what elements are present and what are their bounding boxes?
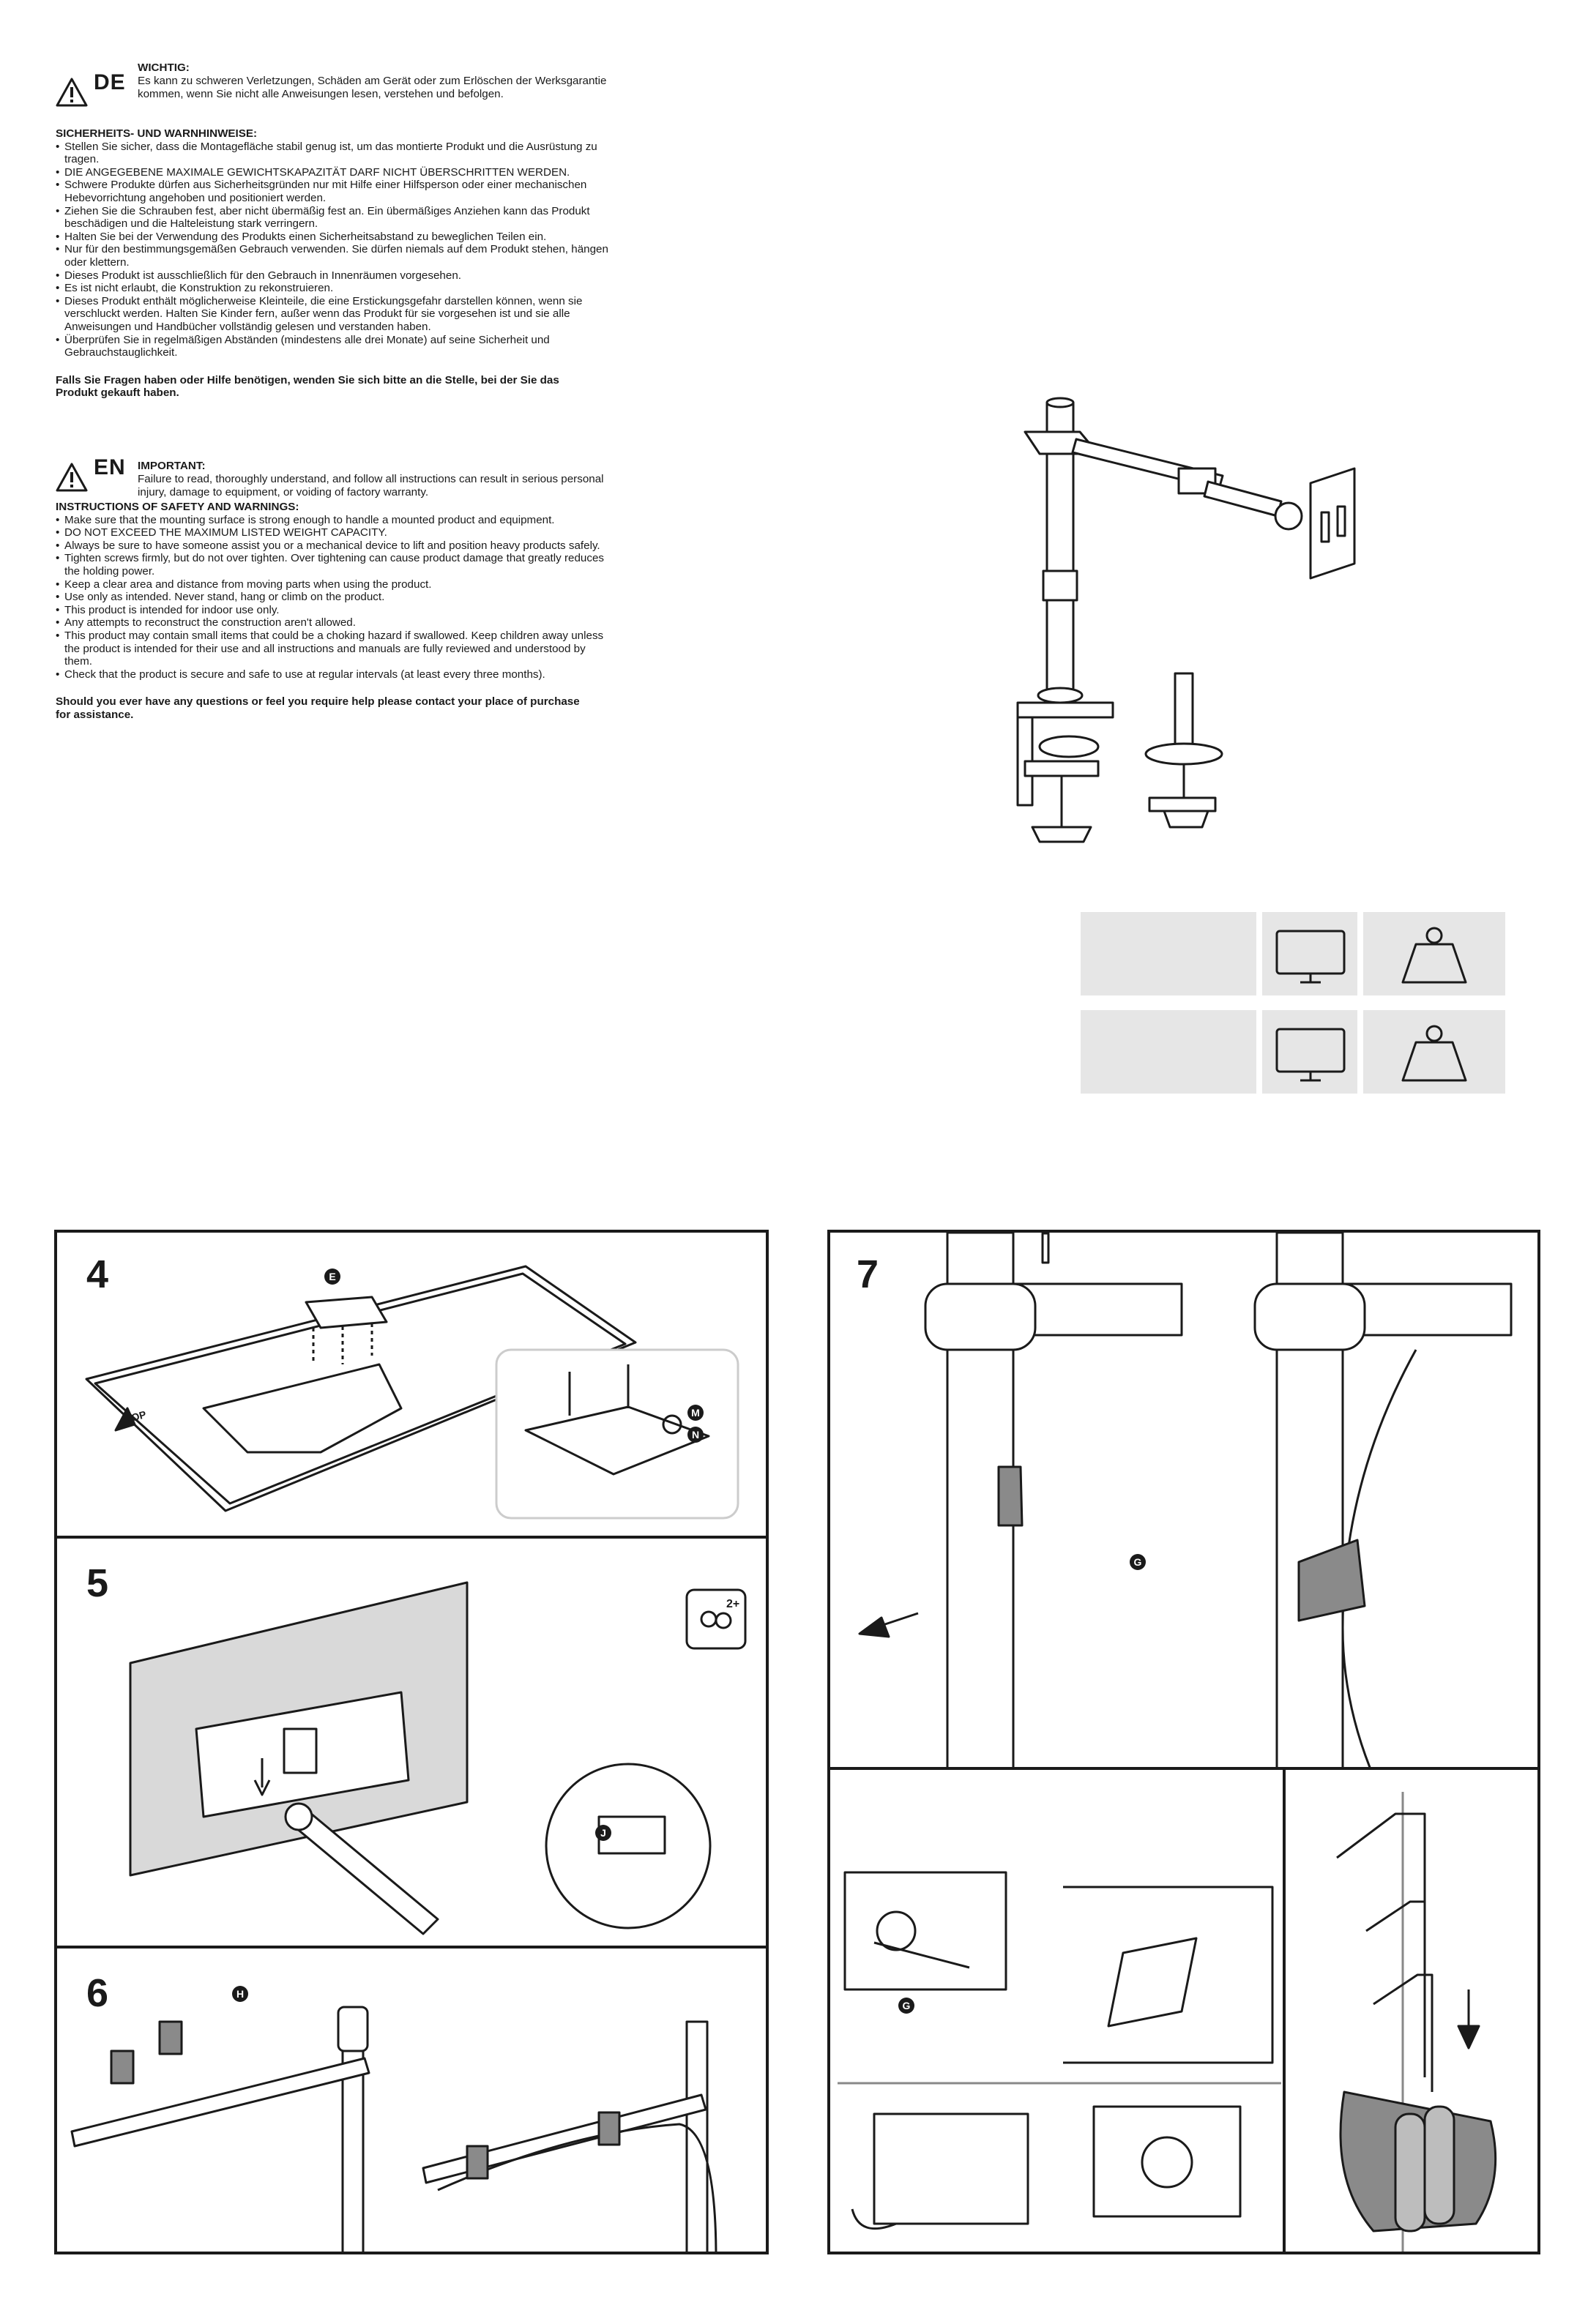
part-label-j: J: [600, 1827, 606, 1839]
list-item: Tighten screws firmly, but do not over t…: [56, 552, 612, 578]
list-item: Any attempts to reconstruct the construc…: [56, 616, 612, 629]
part-label-h: H: [236, 1988, 244, 2000]
list-item: Stellen Sie sicher, dass die Montagefläc…: [56, 141, 612, 166]
part-label-g-badge: [1130, 1554, 1146, 1570]
step-5-illustration: 2+ J: [129, 1581, 747, 1935]
list-item: Always be sure to have someone assist yo…: [56, 539, 612, 553]
part-label-j-badge: [595, 1825, 611, 1841]
monitor-arm-illustration: [1016, 397, 1356, 843]
spec-cell-weight-2: [1363, 1010, 1505, 1094]
part-label-g: G: [903, 2000, 911, 2011]
list-item: DO NOT EXCEED THE MAXIMUM LISTED WEIGHT …: [56, 526, 612, 539]
part-label-m: M: [691, 1407, 700, 1419]
part-label-g: G: [1134, 1556, 1142, 1568]
step-7-panel: 7 G: [827, 1230, 1540, 1770]
rotate-icon: [1141, 2136, 1193, 2189]
step-6-panel: 6 H: [54, 1946, 769, 2254]
part-label-n: N: [692, 1429, 699, 1441]
step-number: 5: [86, 1561, 109, 1605]
warning-intro: Es kann zu schweren Verletzungen, Schäde…: [138, 75, 607, 100]
cable-clip-panel: [1283, 1767, 1540, 2254]
adjustment-panel: G: [827, 1767, 1286, 2254]
part-label-h-badge: [232, 1986, 248, 2002]
spec-cell-monitor-1: [1262, 912, 1357, 995]
warning-block-de: DE WICHTIG: Es kann zu schweren Verletzu…: [56, 56, 612, 400]
top-label: TOP: [124, 1408, 148, 1425]
step-number: 4: [86, 1252, 109, 1296]
step-number: 6: [86, 1971, 109, 2015]
spec-cell-weight-1: [1363, 912, 1505, 995]
list-item: This product is intended for indoor use …: [56, 604, 612, 617]
spec-cell-monitor-2: [1262, 1010, 1357, 1094]
part-label-g-badge: [898, 1998, 914, 2014]
language-code: DE: [94, 70, 126, 94]
list-item: Make sure that the mounting surface is s…: [56, 514, 612, 527]
warning-header-de: DE WICHTIG: Es kann zu schweren Verletzu…: [56, 56, 612, 126]
safety-list-en: Make sure that the mounting surface is s…: [56, 514, 612, 681]
part-label-e-badge: [324, 1269, 340, 1285]
warning-heading: IMPORTANT:: [138, 460, 206, 472]
list-item: Check that the product is secure and saf…: [56, 668, 612, 681]
persons-badge: 2+: [726, 1598, 739, 1610]
spec-cell-size-1: [1081, 912, 1256, 995]
warning-heading: WICHTIG:: [138, 61, 190, 74]
list-item: Schwere Produkte dürfen aus Sicherheitsg…: [56, 179, 612, 204]
step-6-illustration: H: [70, 1986, 717, 2252]
step-7-illustration: G: [858, 1233, 1513, 1767]
warning-intro: Failure to read, thoroughly understand, …: [138, 473, 604, 498]
list-item: Dieses Produkt ist ausschließlich für de…: [56, 269, 612, 283]
contact-note: Falls Sie Fragen haben oder Hilfe benöti…: [56, 373, 559, 400]
section-title: INSTRUCTIONS OF SAFETY AND WARNINGS:: [56, 501, 299, 513]
list-item: Es ist nicht erlaubt, die Konstruktion z…: [56, 282, 612, 295]
section-title: SICHERHEITS- UND WARNHINWEISE:: [56, 127, 258, 140]
safety-list-de: Stellen Sie sicher, dass die Montagefläc…: [56, 141, 612, 359]
step-number: 7: [857, 1252, 879, 1296]
step-4-panel: 4 TOP E M N: [54, 1230, 769, 1539]
warning-header-en: EN IMPORTANT: Failure to read, thoroughl…: [56, 447, 612, 499]
warning-triangle-icon: [56, 463, 88, 492]
adjustment-illustration: G: [838, 1871, 1281, 2230]
monitor-icon: [1275, 930, 1346, 984]
warning-block-en: EN IMPORTANT: Failure to read, thoroughl…: [56, 447, 612, 722]
list-item: This product may contain small items tha…: [56, 629, 612, 668]
list-item: DIE ANGEGEBENE MAXIMALE GEWICHTSKAPAZITÄ…: [56, 166, 612, 179]
list-item: Keep a clear area and distance from movi…: [56, 578, 612, 591]
list-item: Nur für den bestimmungsgemäßen Gebrauch …: [56, 243, 612, 269]
language-code: EN: [94, 455, 126, 479]
list-item: Ziehen Sie die Schrauben fest, aber nich…: [56, 205, 612, 231]
monitor-icon: [1275, 1028, 1346, 1082]
weight-icon: [1401, 927, 1467, 984]
weight-icon: [1401, 1025, 1467, 1082]
contact-note: Should you ever have any questions or fe…: [56, 695, 580, 721]
list-item: Use only as intended. Never stand, hang …: [56, 591, 612, 604]
list-item: Dieses Produkt enthält möglicherweise Kl…: [56, 295, 612, 334]
part-label-n-badge: [687, 1427, 704, 1443]
spec-cell-size-2: [1081, 1010, 1256, 1094]
cable-clip-illustration: [1336, 1792, 1497, 2252]
list-item: Halten Sie bei der Verwendung des Produk…: [56, 231, 612, 244]
step-4-illustration: TOP E M N: [85, 1265, 739, 1520]
warning-triangle-icon: [56, 78, 88, 107]
list-item: Überprüfen Sie in regelmäßigen Abständen…: [56, 334, 612, 359]
part-label-e: E: [329, 1271, 335, 1282]
part-label-m-badge: [687, 1405, 704, 1421]
step-5-panel: 5 2+ J: [54, 1536, 769, 1949]
